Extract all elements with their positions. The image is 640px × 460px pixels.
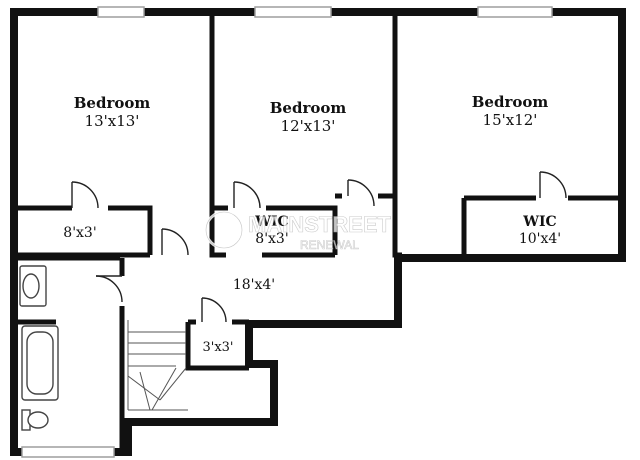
bedroom-2-dims: 12'x13' <box>281 117 336 135</box>
wic-right-name: WIC <box>522 214 556 230</box>
linen-closet-dims: 3'x3' <box>202 340 233 355</box>
watermark-line2: RENEWAL <box>300 238 359 252</box>
closet-left-dims: 8'x3' <box>63 225 96 241</box>
exterior-walls <box>10 8 626 456</box>
hallway-dims: 18'x4' <box>233 277 275 293</box>
wic-middle-name: WIC <box>254 214 288 230</box>
door-bedroom-3-wic <box>539 171 567 199</box>
bathroom-fixtures <box>19 265 59 431</box>
window-bedroom-2 <box>254 6 332 18</box>
bedroom-1-name: Bedroom <box>74 94 151 112</box>
door-bath <box>95 275 123 303</box>
door-linen <box>201 297 227 323</box>
window-bedroom-1 <box>97 6 145 18</box>
doors <box>71 171 567 323</box>
bathtub-inner <box>26 331 54 395</box>
wic-right-dims: 10'x4' <box>519 231 561 247</box>
window-bedroom-3 <box>477 6 553 18</box>
bedroom-3-name: Bedroom <box>472 93 549 111</box>
sink-basin <box>22 273 40 299</box>
watermark: MAINSTREET RENEWAL <box>204 210 392 252</box>
bedroom-3-dims: 15'x12' <box>483 111 538 129</box>
door-bedroom-2 <box>233 181 261 209</box>
room-labels: Bedroom 13'x13' Bedroom 12'x13' Bedroom … <box>63 93 561 355</box>
door-bedroom-2-wic <box>347 179 375 207</box>
door-bedroom-1-closet <box>71 181 99 209</box>
window-bath-bottom <box>21 446 115 458</box>
interior-walls <box>16 14 620 452</box>
bedroom-2-name: Bedroom <box>270 99 347 117</box>
watermark-line1: MAINSTREET <box>248 212 392 237</box>
toilet-bowl <box>27 411 49 429</box>
bedroom-1-dims: 13'x13' <box>85 112 140 130</box>
wic-middle-dims: 8'x3' <box>255 231 288 247</box>
windows <box>21 6 553 458</box>
stairs <box>127 320 188 411</box>
door-hall-closet <box>161 228 189 256</box>
